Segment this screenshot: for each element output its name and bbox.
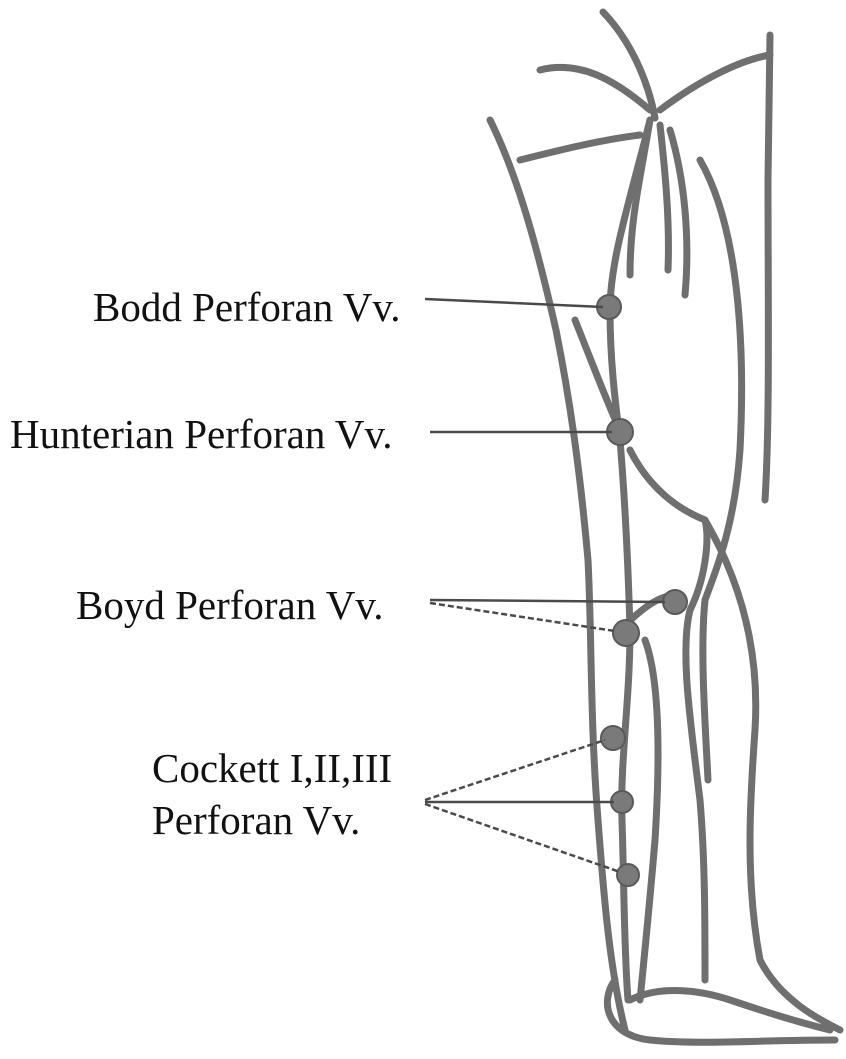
upper-vessel-arc (603, 12, 655, 118)
cockett-leader-line-3 (425, 804, 620, 872)
boyd-perforator-marker-upper (663, 590, 687, 614)
cockett-perforator-label-line2: Perforan Vv. (152, 800, 360, 841)
upper-vessel-right (660, 55, 770, 110)
bodd-leader-line (425, 299, 603, 307)
cockett-perforator-marker-3 (617, 864, 639, 886)
calf-inner (640, 640, 658, 1000)
femoral-vein-b (660, 125, 668, 270)
upper-vessel-left (540, 67, 650, 110)
cockett-leader-line-1 (425, 740, 605, 800)
boyd-perforator-marker-lower (613, 620, 639, 646)
cockett-perforator-marker-1 (601, 726, 625, 750)
thigh-left-edge (490, 120, 625, 1030)
lateral-calf-vein (630, 450, 707, 980)
inner-thigh-contour (700, 160, 742, 780)
calf-outer (705, 520, 840, 1030)
cockett-perforator-marker-2 (611, 791, 633, 813)
cockett-perforator-label-line1: Cockett I,II,III (152, 748, 392, 789)
hunterian-perforator-label: Hunterian Perforan Vv. (10, 414, 393, 455)
boyd-perforator-label: Boyd Perforan Vv. (76, 585, 383, 626)
femoral-vein-c (670, 130, 687, 295)
groin-branch (520, 135, 640, 160)
bodd-perforator-label: Bodd Perforan Vv. (93, 287, 400, 328)
thigh-right-edge (765, 35, 770, 500)
